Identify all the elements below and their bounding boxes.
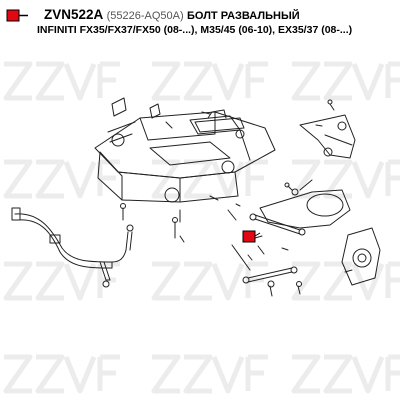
part-description: БОЛТ РАЗВАЛЬНЫЙ — [187, 10, 300, 22]
part-marker-icon — [242, 230, 256, 243]
oem-number: (55226-AQ50A) — [106, 10, 184, 22]
vehicle-applicability: INFINITI FX35/FX37/FX50 (08-...), M35/45… — [37, 24, 353, 36]
toe-link — [242, 266, 298, 284]
watermark-logo — [291, 261, 400, 301]
watermark-logo — [291, 61, 400, 101]
stabilizer-bar — [11, 207, 134, 288]
rear-subframe — [94, 97, 276, 203]
watermark-logo — [291, 354, 400, 394]
title-line: ZVN522A (55226-AQ50A) БОЛТ РАЗВАЛЬНЫЙ — [44, 7, 300, 24]
upper-control-arm — [299, 114, 356, 159]
lower-control-arm — [259, 179, 351, 229]
legend-marker-icon — [6, 9, 28, 22]
watermark-logo — [151, 61, 268, 101]
link-rod — [231, 244, 251, 271]
watermark-logo — [291, 159, 400, 199]
lateral-link — [249, 213, 306, 236]
shock-absorber — [194, 109, 251, 161]
small-hardware — [120, 99, 353, 297]
marker-leader-line — [254, 232, 261, 237]
watermark-logo — [3, 159, 120, 199]
watermark-logo — [3, 354, 120, 394]
article-number: ZVN522A — [44, 7, 104, 22]
watermark-logo — [151, 354, 268, 394]
rear-knuckle — [341, 227, 381, 286]
watermark-logo — [3, 61, 120, 101]
